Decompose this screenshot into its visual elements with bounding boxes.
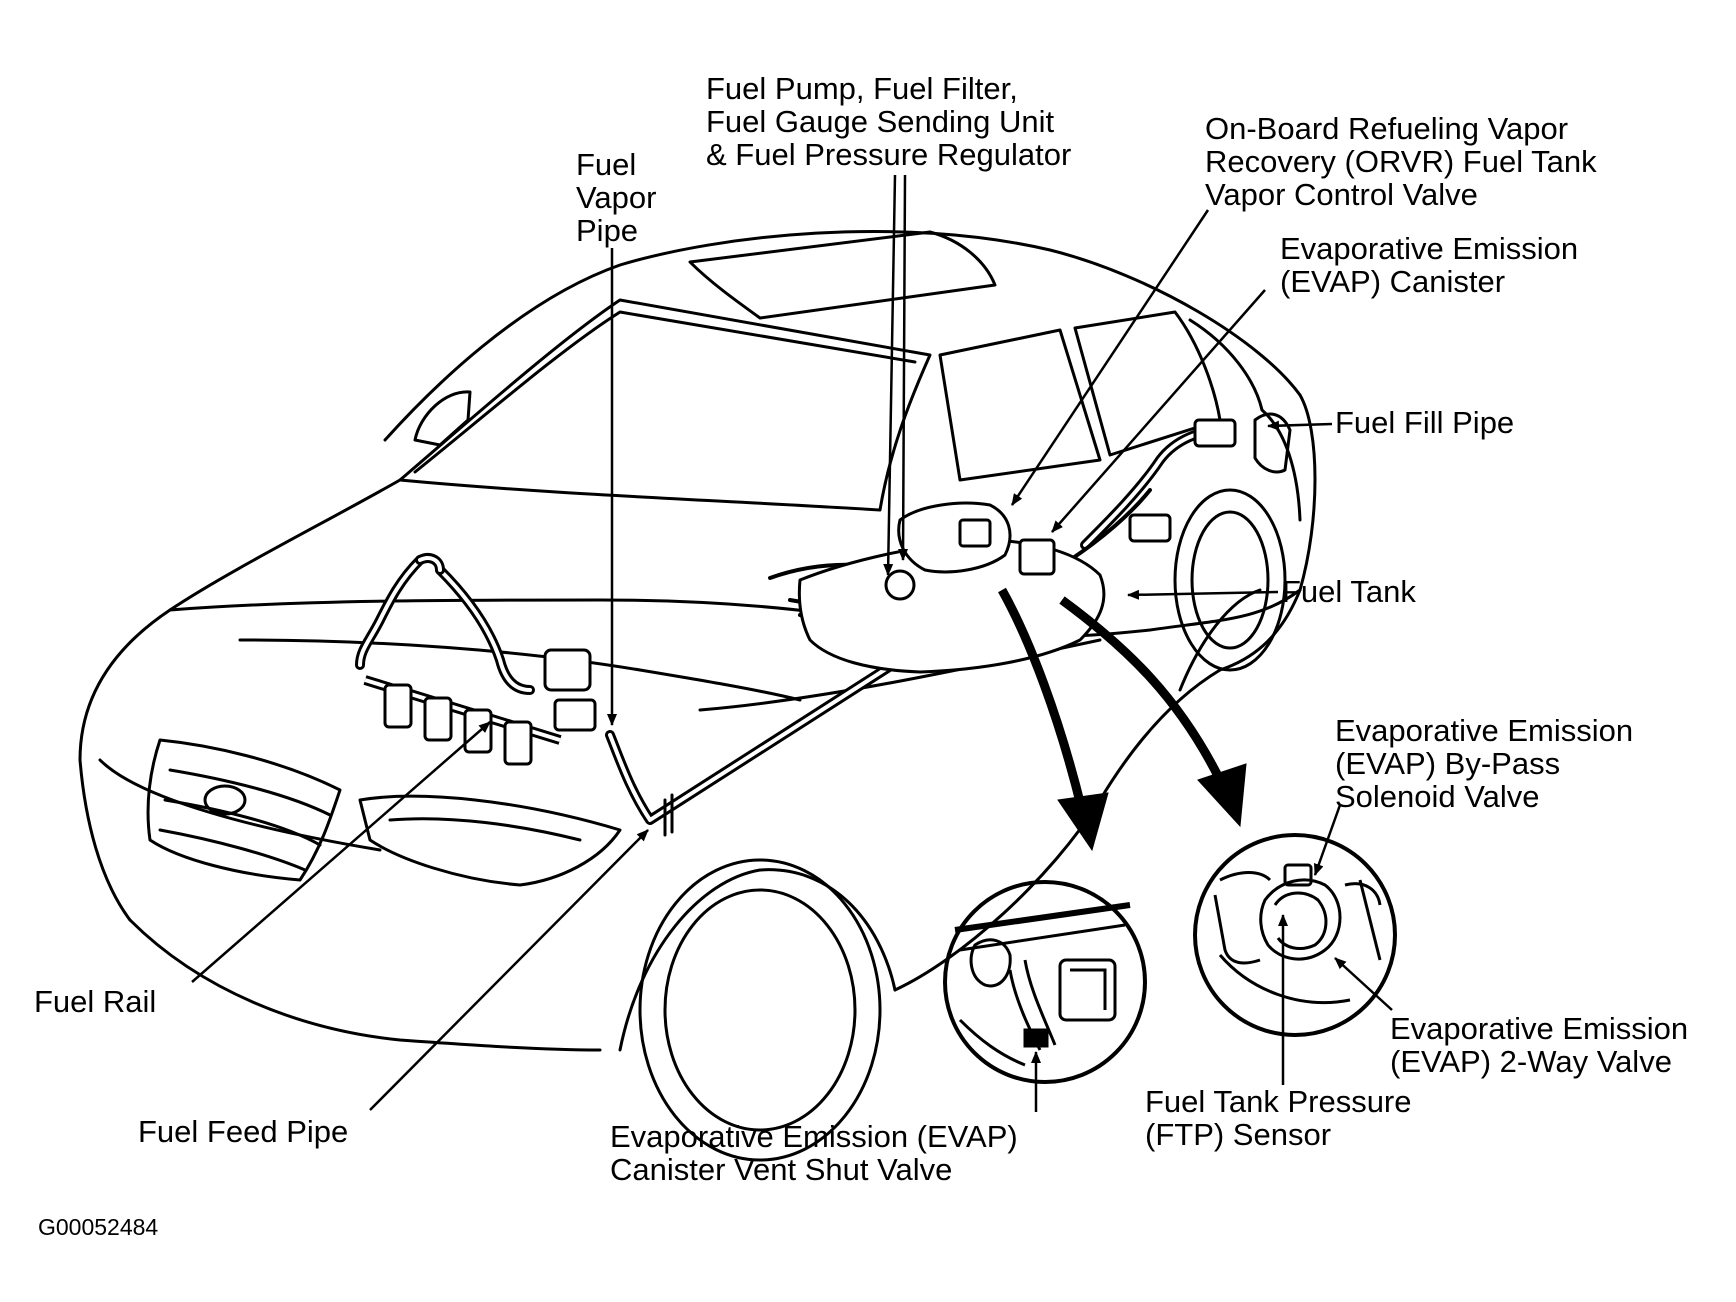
fuel-rail-assembly	[363, 648, 597, 766]
detail-leader-lines	[1031, 804, 1393, 1112]
label-fuel-feed-pipe: Fuel Feed Pipe	[138, 1114, 349, 1149]
callout-arrows	[998, 587, 1247, 852]
label-evap-bypass-valve: Evaporative Emission (EVAP) By-Pass Sole…	[1335, 713, 1634, 814]
label-evap-vent-shut-valve: Evaporative Emission (EVAP) Canister Ven…	[610, 1119, 1018, 1187]
label-orvr-valve: On-Board Refueling Vapor Recovery (ORVR)…	[1205, 111, 1597, 212]
detail-inset-vent-valve	[943, 880, 1147, 1084]
label-ftp-sensor: Fuel Tank Pressure (FTP) Sensor	[1145, 1084, 1412, 1152]
label-fuel-vapor-pipe: Fuel Vapor Pipe	[576, 147, 657, 248]
figure-code: G00052484	[38, 1214, 159, 1240]
leader-lines	[191, 174, 1333, 1111]
detail-inset-evap-valves	[1193, 833, 1397, 1037]
label-evap-2way-valve: Evaporative Emission (EVAP) 2-Way Valve	[1390, 1011, 1689, 1079]
label-fuel-tank: Fuel Tank	[1282, 574, 1416, 609]
label-fuel-rail: Fuel Rail	[34, 984, 157, 1019]
fuel-tank-assembly	[797, 418, 1237, 674]
label-fuel-fill-pipe: Fuel Fill Pipe	[1335, 405, 1515, 440]
label-evap-canister: Evaporative Emission (EVAP) Canister	[1280, 231, 1579, 299]
label-fuel-pump-group: Fuel Pump, Fuel Filter, Fuel Gauge Sendi…	[706, 71, 1072, 172]
car-body-outline	[78, 229, 1317, 1162]
